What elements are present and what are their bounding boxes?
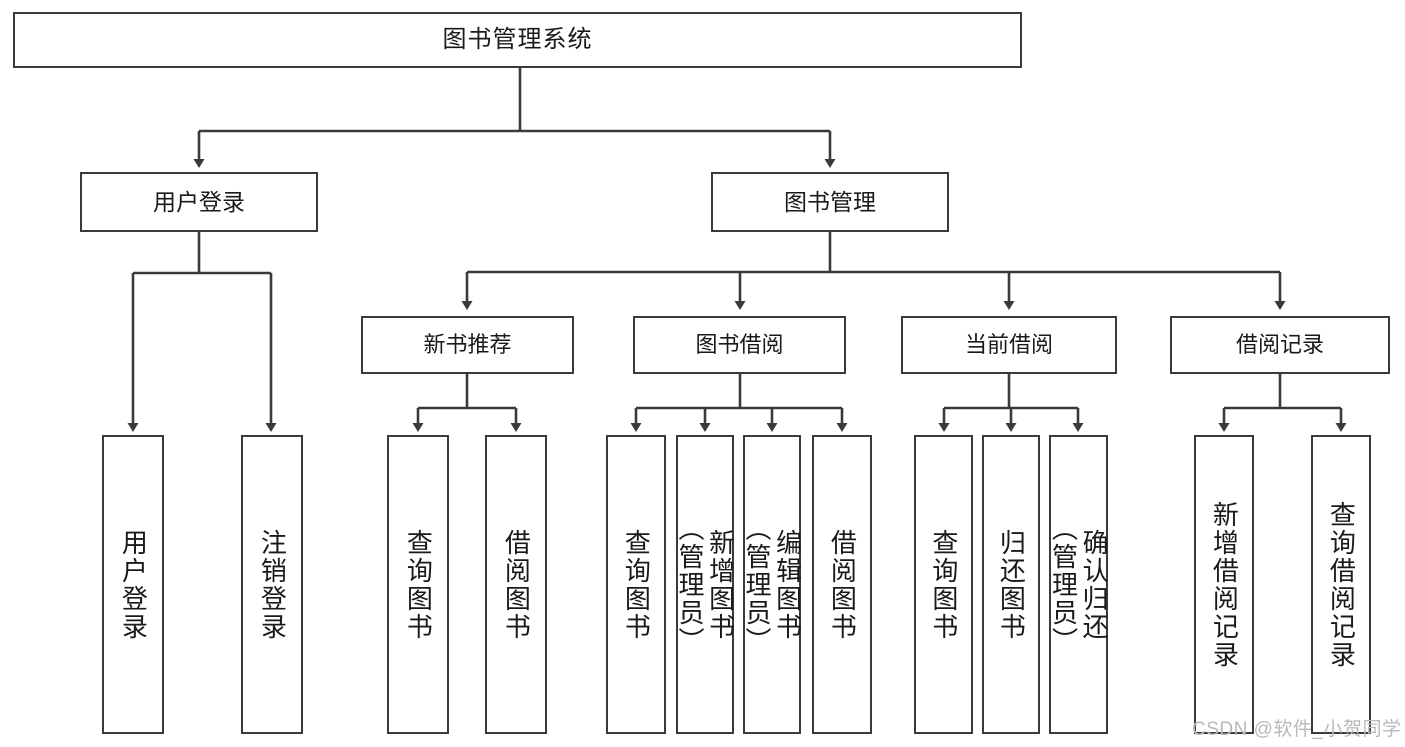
leaf-borrow-book-recommend[interactable]: 借阅图书 <box>485 435 547 734</box>
node-label: 编辑图书 （管理员） <box>742 514 803 655</box>
node-label: 注销登录 <box>257 528 288 641</box>
node-book-borrow[interactable]: 图书借阅 <box>633 316 846 374</box>
node-label: 图书借阅 <box>695 332 784 357</box>
leaf-borrow-book[interactable]: 借阅图书 <box>812 435 872 734</box>
leaf-add-book-admin[interactable]: 新增图书 （管理员） <box>675 435 736 734</box>
csdn-watermark: CSDN @软件_小贺同学 <box>1192 719 1402 740</box>
node-label: 当前借阅 <box>964 332 1053 357</box>
leaf-query-book-borrow[interactable]: 查询图书 <box>606 435 666 734</box>
node-label: 图书管理 <box>784 188 876 215</box>
node-label: 借阅图书 <box>827 528 858 641</box>
node-user-login[interactable]: 用户登录 <box>80 172 318 232</box>
leaf-user-login[interactable]: 用户登录 <box>102 435 164 734</box>
node-label: 新增借阅记录 <box>1209 500 1240 669</box>
node-label: 确认归还 （管理员） <box>1048 514 1110 655</box>
node-borrow-record[interactable]: 借阅记录 <box>1170 316 1390 374</box>
node-label: 用户登录 <box>153 188 245 215</box>
leaf-confirm-return-admin[interactable]: 确认归还 （管理员） <box>1048 435 1110 734</box>
leaf-query-book-current[interactable]: 查询图书 <box>914 435 973 734</box>
node-label: 新增图书 （管理员） <box>675 514 736 655</box>
leaf-add-borrow-record[interactable]: 新增借阅记录 <box>1194 435 1254 734</box>
node-label: 查询图书 <box>621 528 652 641</box>
leaf-return-book[interactable]: 归还图书 <box>982 435 1040 734</box>
node-new-book-recommend[interactable]: 新书推荐 <box>361 316 574 374</box>
leaf-query-book-recommend[interactable]: 查询图书 <box>387 435 449 734</box>
node-root-system[interactable]: 图书管理系统 <box>13 12 1022 68</box>
node-current-borrow[interactable]: 当前借阅 <box>901 316 1117 374</box>
node-label: 查询图书 <box>403 528 434 641</box>
node-label: 图书管理系统 <box>442 26 593 53</box>
leaf-edit-book-admin[interactable]: 编辑图书 （管理员） <box>742 435 803 734</box>
leaf-query-borrow-record[interactable]: 查询借阅记录 <box>1311 435 1371 734</box>
node-label: 查询图书 <box>928 528 959 641</box>
node-label: 查询借阅记录 <box>1326 500 1357 669</box>
node-book-management[interactable]: 图书管理 <box>711 172 949 232</box>
node-label: 归还图书 <box>996 528 1027 641</box>
node-label: 新书推荐 <box>423 332 512 357</box>
leaf-logout-login[interactable]: 注销登录 <box>241 435 303 734</box>
node-label: 借阅图书 <box>501 528 532 641</box>
node-label: 用户登录 <box>118 528 149 641</box>
node-label: 借阅记录 <box>1235 332 1324 357</box>
